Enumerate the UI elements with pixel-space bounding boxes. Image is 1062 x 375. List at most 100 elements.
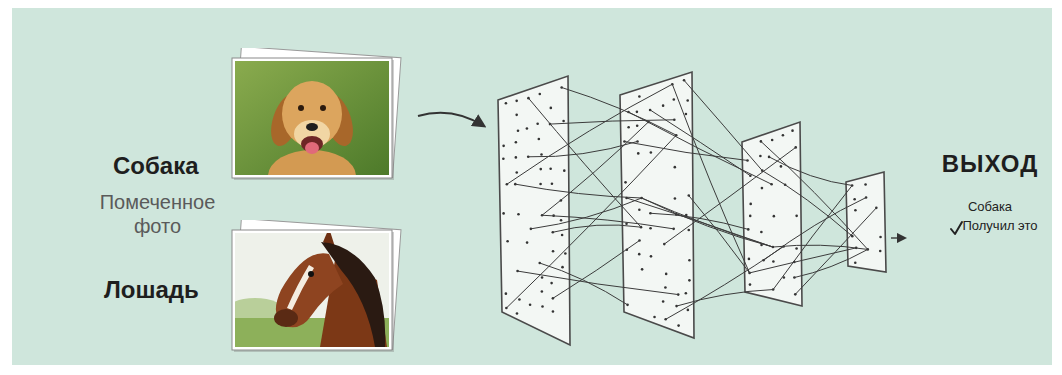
neuron (749, 283, 752, 286)
neuron (502, 212, 505, 215)
photo-back-card (233, 220, 401, 349)
neuron (759, 155, 762, 158)
dog-nose (306, 123, 318, 131)
dog-eye (320, 105, 326, 111)
neuron (653, 316, 656, 319)
neuron (564, 252, 567, 255)
neuron (879, 236, 882, 239)
input-arrow (418, 113, 484, 126)
neuron (662, 300, 665, 303)
neuron (636, 125, 639, 128)
neuron (536, 122, 539, 125)
neuron (515, 156, 518, 159)
connection-line (540, 263, 628, 305)
neuron (552, 250, 555, 253)
connection-line (515, 184, 641, 198)
photo-shadow (234, 232, 394, 352)
neuron (791, 129, 794, 132)
neuron (749, 203, 752, 206)
neuron (687, 309, 690, 312)
neuron (854, 261, 857, 264)
neuron (517, 129, 520, 132)
connection-line (672, 84, 749, 273)
network-layer (498, 76, 570, 345)
neuron (561, 266, 564, 269)
neuron (563, 169, 566, 172)
connection-line (763, 198, 866, 261)
connection-line (553, 225, 641, 232)
neuron (665, 273, 668, 276)
neuron (529, 303, 532, 306)
connection-line (624, 141, 747, 160)
neuron (641, 268, 644, 271)
neuron (638, 253, 641, 256)
neuron (677, 324, 680, 327)
neuron (541, 305, 544, 308)
neuron (515, 100, 518, 103)
connection-line (650, 110, 750, 176)
neuron (662, 104, 665, 107)
horse-blaze (287, 265, 314, 310)
connection-line (750, 248, 857, 273)
neuron (795, 215, 798, 218)
neuron (748, 258, 751, 261)
neuron (624, 181, 627, 184)
neuron (538, 138, 541, 141)
neuron (550, 282, 553, 285)
neuron (502, 145, 505, 148)
connection-line (506, 135, 676, 308)
neuron (638, 208, 641, 211)
horse-picture (235, 233, 389, 347)
neuron (502, 157, 505, 160)
neuron (549, 168, 552, 171)
photo-label: Лошадь (104, 276, 199, 304)
caption-note: Помеченное фото (85, 190, 230, 238)
label-column: Собака (113, 152, 199, 180)
neuron (771, 139, 774, 142)
output-heading: ВЫХОД (925, 150, 1055, 178)
neuron (515, 141, 518, 144)
neuron (552, 310, 555, 313)
output-arrow (891, 237, 905, 239)
connection-line (677, 290, 774, 307)
neuron (673, 98, 676, 101)
neuron (515, 114, 518, 117)
connection-line (550, 120, 674, 124)
neuron (864, 183, 867, 186)
label-column: Лошадь (104, 276, 199, 304)
label-slot: Помеченное фото (85, 190, 230, 238)
connection-line (518, 271, 679, 295)
neuron (879, 250, 882, 253)
connection-line (531, 198, 642, 229)
connection-line (689, 196, 750, 273)
neuron (625, 222, 628, 225)
label-slot: ВЫХОД (925, 150, 1055, 178)
labeled-horse-photo: Лошадь (104, 220, 405, 360)
neuron (688, 259, 691, 262)
sky-background (235, 233, 389, 347)
neuron (562, 120, 565, 123)
horse-muzzle (274, 309, 298, 327)
neuron (749, 215, 752, 218)
neuron (674, 166, 677, 169)
connection-line (664, 147, 795, 244)
output-class: Собака (950, 199, 1030, 215)
neuron (560, 219, 563, 222)
neuron (685, 292, 688, 295)
horse-mane (321, 242, 385, 347)
connection-line (528, 98, 641, 227)
neuron (506, 240, 509, 243)
photo-label: Собака (113, 152, 199, 180)
neuron (649, 227, 652, 230)
neuron (650, 255, 653, 258)
network-connections (506, 80, 876, 319)
neuron (627, 126, 630, 129)
neuron (515, 171, 518, 174)
neuron (516, 312, 519, 315)
photo-frame (232, 230, 392, 350)
dog-photo (225, 48, 405, 188)
neuron (782, 134, 785, 137)
horse-eye (308, 271, 314, 277)
